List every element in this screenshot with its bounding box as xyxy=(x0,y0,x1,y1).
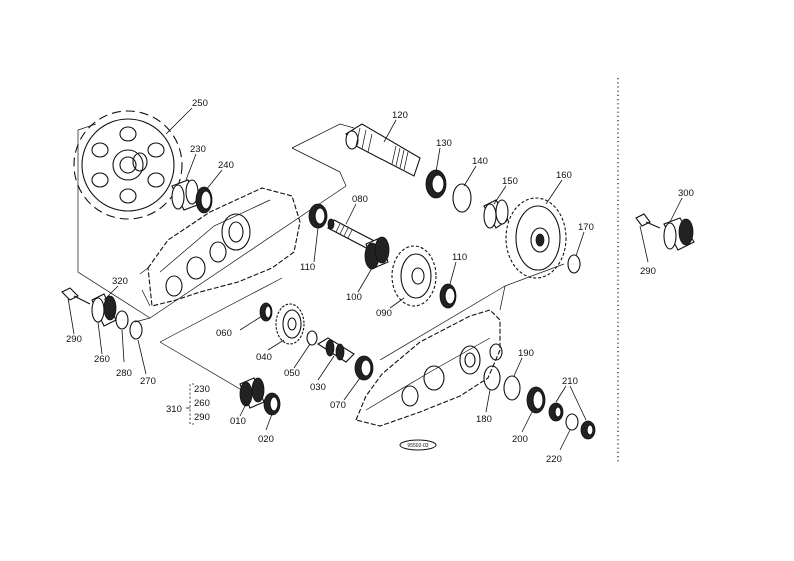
gear-100 xyxy=(364,236,390,270)
bushing-210 xyxy=(548,402,564,422)
callout-020: 020 xyxy=(258,434,274,445)
callout-100: 100 xyxy=(346,292,362,303)
callout-170: 170 xyxy=(578,222,594,233)
bushing-230 xyxy=(171,179,201,211)
sprocket-250 xyxy=(73,110,183,220)
callout-040: 040 xyxy=(256,352,272,363)
callout-210: 210 xyxy=(562,376,578,387)
callout-300: 300 xyxy=(678,188,694,199)
ring-220 xyxy=(565,413,579,431)
ring-170 xyxy=(567,254,581,274)
callout-290-left: 290 xyxy=(66,334,82,345)
callout-180: 180 xyxy=(476,414,492,425)
bearing-110-right xyxy=(439,283,457,309)
bearing-070 xyxy=(354,355,374,381)
callout-120: 120 xyxy=(392,110,408,121)
callout-260: 260 xyxy=(94,354,110,365)
gear-090 xyxy=(391,245,437,307)
bolt-290-right xyxy=(635,213,661,229)
callout-290-right: 290 xyxy=(640,266,656,277)
callout-080: 080 xyxy=(352,194,368,205)
gear-160 xyxy=(505,197,567,279)
ring-180 xyxy=(483,365,501,391)
shaft-120 xyxy=(345,123,421,177)
explosion-frame-lines xyxy=(77,123,565,403)
bearing-240 xyxy=(195,186,213,214)
bearing-130 xyxy=(425,169,447,199)
callout-240: 240 xyxy=(218,160,234,171)
callout-230: 230 xyxy=(190,144,206,155)
callout-130: 130 xyxy=(436,138,452,149)
callout-160: 160 xyxy=(556,170,572,181)
callout-200: 200 xyxy=(512,434,528,445)
callout-030: 030 xyxy=(310,382,326,393)
callout-060: 060 xyxy=(216,328,232,339)
bearing-300 xyxy=(663,217,695,251)
bushing-210-outer xyxy=(580,420,596,440)
bearing-200 xyxy=(526,386,546,414)
callout-110-left: 110 xyxy=(300,262,315,273)
callout-220: 220 xyxy=(546,454,562,465)
callout-280: 280 xyxy=(116,368,132,379)
gear-040 xyxy=(275,303,305,345)
leader-lines xyxy=(67,107,683,451)
gear-010 xyxy=(239,377,265,409)
callout-320: 320 xyxy=(112,276,128,287)
reference-code: 95502-03 xyxy=(407,443,428,449)
ring-190 xyxy=(503,375,521,401)
bearing-020 xyxy=(263,392,281,416)
collar-050 xyxy=(306,330,318,346)
callout-110-right: 110 xyxy=(452,252,467,263)
kit-310-item-2: 260 xyxy=(194,398,210,409)
callout-070: 070 xyxy=(330,400,346,411)
shaft-030 xyxy=(316,337,355,363)
bearing-260 xyxy=(91,293,117,327)
bearing-060 xyxy=(259,302,273,322)
gear-housing-left xyxy=(139,187,301,307)
callout-010: 010 xyxy=(230,416,246,427)
ring-140 xyxy=(452,183,472,213)
callout-270: 270 xyxy=(140,376,156,387)
ring-280 xyxy=(115,310,129,330)
bolt-290-left xyxy=(61,287,91,305)
callout-250: 250 xyxy=(192,98,208,109)
ring-270 xyxy=(129,320,143,340)
callout-labels: 250 230 240 120 130 140 150 160 170 080 … xyxy=(66,98,694,465)
collar-150 xyxy=(483,199,509,229)
kit-310-item-1: 230 xyxy=(194,384,210,395)
reference-code-badge: 95502-03 xyxy=(399,439,437,451)
callout-190: 190 xyxy=(518,348,534,359)
kit-310-group: 310 230 260 290 xyxy=(166,383,210,425)
callout-140: 140 xyxy=(472,156,488,167)
gear-housing-right xyxy=(355,309,503,427)
callout-090: 090 xyxy=(376,308,392,319)
callout-050: 050 xyxy=(284,368,300,379)
kit-310-item-3: 290 xyxy=(194,412,210,423)
callout-150: 150 xyxy=(502,176,518,187)
callout-310: 310 xyxy=(166,404,182,415)
bearing-110-left xyxy=(308,203,328,229)
